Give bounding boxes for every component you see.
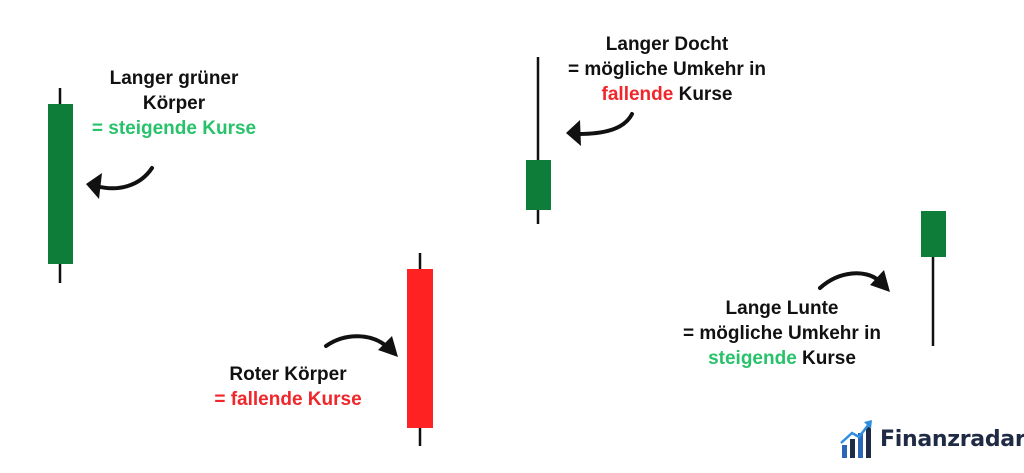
green-body-annotation: Langer grüner Körper = steigende Kurse (74, 66, 274, 141)
long-green-candle (48, 88, 73, 283)
annotation-meaning-cont: fallende Kurse (557, 82, 777, 107)
arrow-icon (86, 166, 154, 199)
annotation-title: Langer Docht (605, 34, 729, 55)
brand-logo: Finanzradar (840, 418, 1024, 460)
long-wick-annotation: Langer Docht = mögliche Umkehr in fallen… (557, 32, 777, 107)
annotation-title: Lange Lunte (725, 298, 839, 319)
annotation-title: Roter Körper (229, 364, 347, 385)
arrow-icon (566, 112, 634, 146)
candle-body (48, 104, 73, 264)
annotation-rest: Kurse (796, 348, 856, 369)
long-shadow-annotation: Lange Lunte = mögliche Umkehr in steigen… (672, 296, 892, 371)
brand-name: Finanzradar (880, 426, 1024, 452)
annotation-meaning-cont: steigende Kurse (672, 346, 892, 371)
candle-body (407, 269, 433, 428)
red-body-annotation: Roter Körper = fallende Kurse (188, 362, 388, 412)
annotation-title: Langer grüner (109, 68, 239, 89)
annotation-meaning: = mögliche Umkehr in (568, 59, 766, 80)
highlight-word: fallende (601, 84, 674, 105)
candle-body (921, 211, 946, 257)
annotation-meaning: = fallende Kurse (214, 389, 362, 410)
annotation-meaning: = steigende Kurse (91, 118, 257, 139)
long-lower-shadow-candle (921, 211, 946, 346)
arrow-icon (324, 334, 398, 357)
arrow-icon (818, 270, 890, 292)
red-candle (407, 253, 433, 446)
candle-body (526, 160, 551, 210)
annotation-meaning: = mögliche Umkehr in (683, 323, 881, 344)
highlight-word: steigende (708, 348, 797, 369)
annotation-title-cont: Körper (142, 93, 206, 114)
annotation-rest: Kurse (673, 84, 733, 105)
rising-bar-chart-arrow-icon (840, 420, 872, 458)
long-upper-wick-candle (526, 57, 551, 224)
